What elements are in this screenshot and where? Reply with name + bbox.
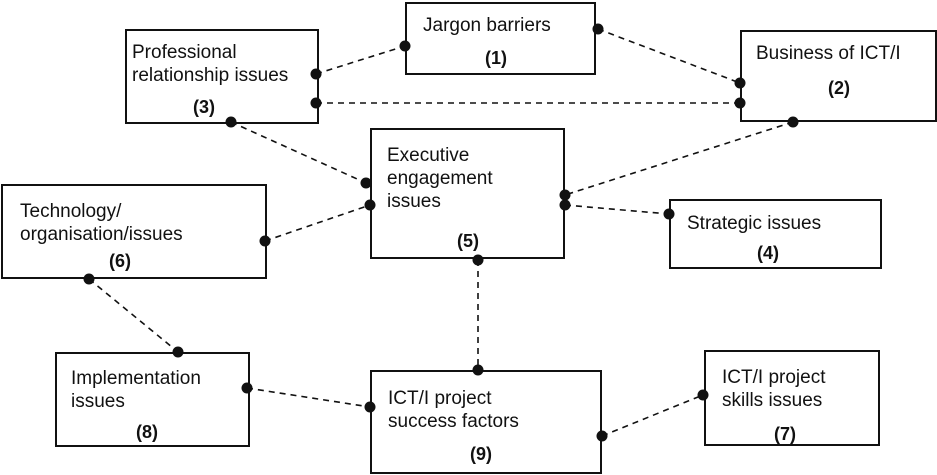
connector-endpoint-dot [399, 40, 411, 52]
dashed-connector-line [88, 278, 179, 353]
connector-endpoint-dot [559, 189, 571, 201]
node-number: (1) [485, 48, 507, 68]
node-technology-organisation: Technology/ organisation/issues (6) [1, 184, 267, 279]
connector-endpoint-dot [83, 273, 95, 285]
node-number: (2) [828, 78, 850, 98]
connector-n3-n2 [310, 97, 746, 109]
node-number: (4) [757, 243, 779, 263]
node-label: Professional relationship issues [132, 42, 289, 86]
dashed-connector-line [246, 387, 371, 408]
node-business-of-ict: Business of ICT/I (2) [740, 30, 937, 122]
node-number: (8) [136, 422, 158, 442]
dashed-connector-line [315, 45, 406, 75]
connector-endpoint-dot [310, 68, 322, 80]
node-ict-project-skills: ICT/I project skills issues (7) [704, 350, 880, 446]
node-number: (5) [457, 231, 479, 251]
connector-endpoint-dot [472, 364, 484, 376]
connector-endpoint-dot [241, 382, 253, 394]
connector-n3-n5 [225, 116, 372, 189]
dashed-connector-line [597, 28, 741, 84]
dashed-connector-line [601, 394, 704, 437]
node-label: Jargon barriers [423, 15, 551, 36]
connector-endpoint-dot [734, 77, 746, 89]
node-jargon-barriers: Jargon barriers (1) [405, 2, 596, 75]
connector-endpoint-dot [697, 389, 709, 401]
node-number: (7) [774, 424, 796, 444]
connector-n6-n5 [259, 199, 376, 247]
dashed-connector-line [564, 204, 670, 215]
node-professional-relationship: Professional relationship issues (3) [125, 29, 319, 124]
connector-endpoint-dot [172, 346, 184, 358]
connector-endpoint-dot [787, 116, 799, 128]
node-executive-engagement: Executive engagement issues (5) [370, 128, 565, 259]
node-label: Implementation issues [71, 368, 201, 412]
connector-n6-n8 [83, 273, 184, 358]
node-label: ICT/I project skills issues [722, 367, 826, 411]
connector-endpoint-dot [592, 23, 604, 35]
node-number: (9) [470, 444, 492, 464]
node-ict-project-success: ICT/I project success factors (9) [370, 370, 602, 474]
node-implementation-issues: Implementation issues (8) [55, 352, 250, 447]
connector-n2-n5 [559, 116, 799, 201]
connector-n8-n9 [241, 382, 376, 413]
connector-endpoint-dot [559, 199, 571, 211]
dashed-connector-line [264, 204, 371, 242]
connector-endpoint-dot [364, 199, 376, 211]
node-number: (6) [109, 251, 131, 271]
connector-endpoint-dot [663, 208, 675, 220]
node-label: Business of ICT/I [756, 43, 901, 64]
connector-endpoint-dot [259, 235, 271, 247]
connector-endpoint-dot [472, 254, 484, 266]
connector-n5-n9 [472, 254, 484, 376]
connector-endpoint-dot [596, 430, 608, 442]
connector-n1-n2 [592, 23, 746, 89]
node-label: Strategic issues [687, 213, 822, 234]
connector-endpoint-dot [310, 97, 322, 109]
connector-endpoint-dot [360, 177, 372, 189]
node-label: ICT/I project success factors [388, 388, 519, 432]
node-label: Executive engagement issues [387, 145, 493, 212]
connector-endpoint-dot [225, 116, 237, 128]
connector-endpoint-dot [734, 97, 746, 109]
dashed-connector-line [564, 121, 794, 196]
connector-n5-n4 [559, 199, 675, 220]
node-label: Technology/ organisation/issues [20, 201, 183, 245]
dashed-connector-line [230, 121, 367, 184]
node-number: (3) [193, 97, 215, 117]
node-strategic-issues: Strategic issues (4) [669, 199, 882, 269]
connector-n3-n1 [310, 40, 411, 80]
connector-endpoint-dot [364, 401, 376, 413]
connector-n9-n7 [596, 389, 709, 442]
